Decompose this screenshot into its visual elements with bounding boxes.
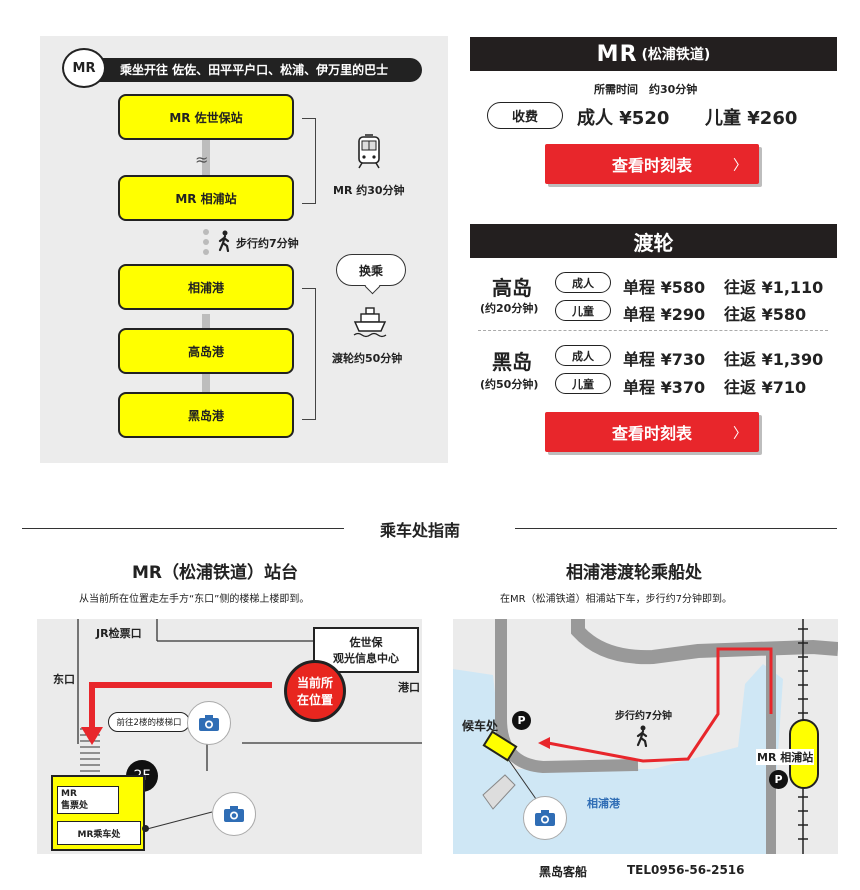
ticket-office: MR 售票处 [57, 786, 119, 814]
left-guide-title: MR（松浦铁道）站台 [132, 563, 299, 583]
mr-child-fare: 儿童 ¥260 [705, 108, 798, 129]
station-label: MR 相浦站 [756, 749, 815, 765]
fare-return: 往返 ¥1,110 [724, 278, 824, 297]
walk-label: 步行约7分钟 [615, 711, 672, 722]
info-center-line1: 佐世保 [349, 636, 383, 649]
photo-spot-button[interactable] [523, 796, 567, 840]
current-location-marker: 当前所 在位置 [284, 660, 346, 722]
stop-kuroshima-port: 黑岛港 [118, 392, 294, 438]
fare-return: 往返 ¥1,390 [724, 350, 824, 369]
guide-rule-left [22, 528, 344, 529]
child-badge: 儿童 [555, 373, 611, 394]
station-map-lines [77, 619, 422, 830]
fare-single: 单程 ¥370 [623, 378, 706, 397]
current-location-line2: 在位置 [296, 693, 333, 707]
info-center-line2: 观光信息中心 [333, 652, 399, 665]
ferry-header-band: 渡轮 [470, 224, 837, 258]
waiting-area-label: 候车处 [462, 719, 499, 733]
port-map: 候车处 P 步行约7分钟 MR 相浦站 P 相浦港 [453, 619, 838, 854]
right-guide-title: 相浦港渡轮乘船处 [566, 563, 702, 583]
ferry-timetable-label: 查看时刻表 [611, 424, 692, 443]
station-map: JR检票口 东口 港口 佐世保 观光信息中心 当前所 在位置 前往2楼的楼梯口 [37, 619, 422, 854]
stairs-label: 前往2楼的楼梯口 [108, 712, 190, 732]
port-exit-label: 港口 [398, 681, 420, 694]
pointer-dot [142, 825, 149, 832]
fare-single: 单程 ¥580 [623, 278, 706, 297]
chevron-right-icon: 〉 [733, 426, 747, 442]
port-label: 相浦港 [587, 797, 620, 810]
parking-icon: P [512, 711, 531, 730]
stop-ainoura-station: MR 相浦站 [118, 175, 294, 221]
train-time-label: MR 约30分钟 [333, 184, 405, 197]
mr-duration: 所需时间 约30分钟 [594, 83, 698, 96]
mr-fee-badge: 收费 [487, 102, 563, 129]
guide-rule-right [515, 528, 837, 529]
fare-divider [478, 330, 828, 331]
mr-header-band: MR (松浦铁道) [470, 37, 837, 71]
footer-company: 黑岛客船 [539, 865, 588, 879]
fare-return: 往返 ¥580 [724, 305, 807, 324]
jr-gate-label: JR检票口 [96, 627, 142, 640]
left-guide-sub: 从当前所在位置走左手方“东口”侧的楼梯上楼即到。 [79, 594, 310, 605]
fare-return: 往返 ¥710 [724, 378, 807, 397]
island-time-takashima: (约20分钟) [480, 302, 539, 315]
ferry-bracket [302, 288, 316, 420]
stop-takashima-port: 高岛港 [118, 328, 294, 374]
adult-badge: 成人 [555, 272, 611, 293]
route-track [202, 138, 210, 176]
camera-icon [224, 806, 244, 822]
mr-band-title: MR [596, 41, 638, 67]
stop-ainoura-port: 相浦港 [118, 264, 294, 310]
island-time-kuroshima: (约50分钟) [480, 378, 539, 391]
right-guide-sub: 在MR（松浦铁道）相浦站下车，步行约7分钟即到。 [500, 594, 732, 605]
route-panel: 乘坐开往 佐佐、田平平户口、松浦、伊万里的巴士 MR ≈ MR 佐世保站 MR … [40, 36, 448, 463]
mr-badge: MR [62, 48, 106, 88]
footer-tel: TEL0956-56-2516 [627, 863, 745, 877]
adult-badge: 成人 [555, 345, 611, 366]
child-badge: 儿童 [555, 300, 611, 321]
mr-timetable-button[interactable]: 查看时刻表 〉 [545, 144, 759, 184]
camera-icon [199, 715, 219, 731]
fare-single: 单程 ¥730 [623, 350, 706, 369]
route-title: 乘坐开往 佐佐、田平平户口、松浦、伊万里的巴士 [96, 58, 422, 82]
walking-person-icon [636, 725, 648, 747]
current-location-line1: 当前所 [296, 676, 333, 690]
ferry-icon [353, 307, 387, 338]
walk-dot [203, 239, 209, 245]
transfer-bubble: 换乘 [336, 254, 406, 286]
train-icon [358, 134, 380, 169]
info-center-box: 佐世保 观光信息中心 [313, 627, 419, 673]
mr-platform: MR乘车处 [57, 821, 141, 845]
mr-timetable-label: 查看时刻表 [611, 156, 692, 175]
ferry-timetable-button[interactable]: 查看时刻表 〉 [545, 412, 759, 452]
ticket-office-line2: 售票处 [61, 801, 89, 811]
island-name-kuroshima: 黑岛 [492, 350, 532, 374]
ticket-office-line1: MR [61, 789, 77, 799]
island-name-takashima: 高岛 [492, 276, 532, 300]
stop-sasebo: MR 佐世保站 [118, 94, 294, 140]
fare-single: 单程 ¥290 [623, 305, 706, 324]
photo-spot-button[interactable] [212, 792, 256, 836]
east-exit-label: 东口 [53, 673, 75, 686]
track-break-icon: ≈ [195, 150, 209, 169]
walk-time-label: 步行约7分钟 [236, 237, 299, 250]
chevron-right-icon: 〉 [733, 158, 747, 174]
mr-adult-fare: 成人 ¥520 [577, 108, 670, 129]
camera-icon [535, 810, 555, 826]
mr-band-sub: (松浦铁道) [641, 47, 711, 63]
train-bracket [302, 118, 316, 204]
photo-spot-button[interactable] [187, 701, 231, 745]
parking-icon: P [769, 770, 788, 789]
guide-title: 乘车处指南 [380, 521, 461, 540]
walk-dot [203, 229, 209, 235]
walk-dot [203, 249, 209, 255]
walking-person-icon [218, 230, 230, 252]
ferry-band-title: 渡轮 [633, 230, 674, 255]
ferry-time-label: 渡轮约50分钟 [332, 352, 403, 365]
